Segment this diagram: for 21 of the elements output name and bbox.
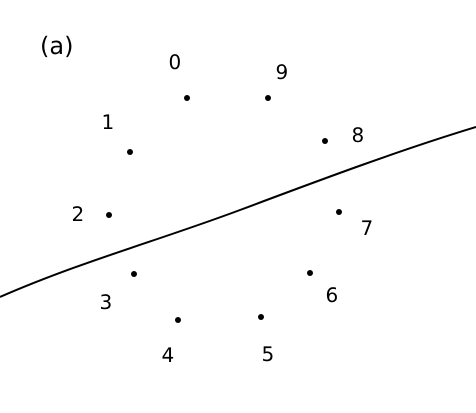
point-label: 9 — [276, 62, 288, 82]
point-label: 0 — [168, 52, 182, 72]
point-dot — [184, 95, 190, 101]
point-label: 8 — [352, 125, 364, 145]
point-dot — [127, 149, 133, 155]
point-dot — [265, 95, 271, 101]
point-label: 2 — [72, 204, 84, 224]
point-label: 4 — [162, 345, 174, 365]
point-label: 6 — [326, 285, 338, 305]
point-dot — [131, 271, 137, 277]
point-label: 3 — [100, 292, 112, 312]
point-dot — [258, 314, 264, 320]
point-label: 7 — [360, 218, 374, 238]
point-dot — [336, 209, 342, 215]
point-dot — [106, 212, 112, 218]
panel-label: (a) — [40, 34, 74, 58]
point-dot — [322, 138, 328, 144]
point-dot — [307, 270, 313, 276]
point-dot — [175, 317, 181, 323]
point-label: 1 — [102, 112, 114, 132]
point-label: 5 — [262, 344, 274, 364]
